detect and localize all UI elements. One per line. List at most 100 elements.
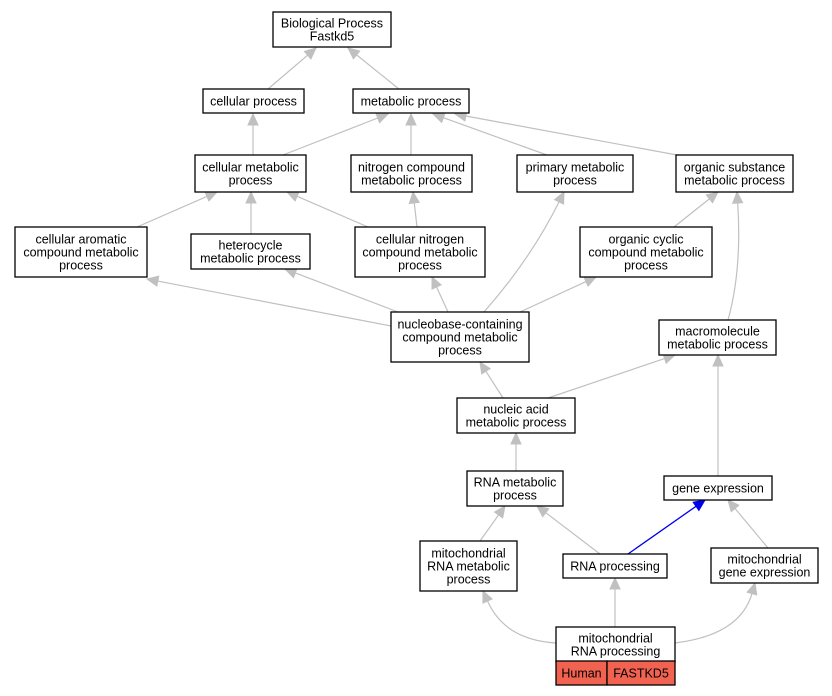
arrowhead-cacmp-to-cmp: [204, 191, 219, 202]
node-box-mp: [352, 88, 470, 114]
arrowhead-ge-to-mmp: [712, 353, 724, 367]
node-box-cacmp: [14, 226, 148, 278]
node-label-mrmp-line-1: mitochondrial: [431, 547, 505, 561]
node-label-cacmp-line-1: cellular aromatic: [35, 233, 126, 247]
edge-cacmp-to-cmp: [136, 195, 208, 228]
arrowhead-nbccmp-to-occmp: [583, 276, 598, 288]
node-label-occmp-line-2: compound metabolic: [588, 246, 703, 260]
node-box-rp: [562, 553, 668, 579]
node-box-ge: [663, 475, 773, 501]
arrowhead-mmp-to-osmp: [731, 190, 744, 204]
edge-mp-to-bp: [356, 54, 400, 90]
node-label-ncmp-line-1: nitrogen compound: [358, 161, 465, 175]
gene-annotation: Human FASTKD5: [555, 660, 676, 686]
node-box-bp: [272, 11, 392, 48]
node-box-osmp: [675, 154, 794, 193]
node-label-cmp-line-1: cellular metabolic: [202, 161, 299, 175]
arrowhead-cncmp-to-ncmp: [408, 190, 421, 205]
node-label-nbccmp-line-3: process: [438, 344, 482, 358]
node-label-osmp-line-2: metabolic process: [684, 174, 785, 188]
arrowhead-cmp-to-cp: [247, 112, 259, 126]
edge-mrp-to-mrmp: [486, 600, 557, 644]
node-label-cncmp-line-2: compound metabolic: [362, 246, 477, 260]
node-label-cacmp-line-3: process: [59, 259, 103, 273]
node-label-cncmp-line-1: cellular nitrogen: [376, 233, 464, 247]
node-label-cacmp-line-2: compound metabolic: [23, 246, 138, 260]
node-label-hmp-line-2: metabolic process: [200, 252, 301, 266]
node-label-mp-line-1: metabolic process: [361, 95, 462, 109]
edges: [136, 47, 769, 644]
arrowhead-rp-to-rmp: [536, 505, 550, 518]
edge-nbccmp-to-cncmp: [436, 286, 449, 313]
node-label-ncmp-line-2: metabolic process: [361, 174, 462, 188]
arrowhead-mrp-to-rp: [609, 576, 621, 590]
node-label-mmp-line-2: metabolic process: [667, 338, 768, 352]
node-label-pmp-line-2: process: [553, 174, 597, 188]
edge-nbccmp-to-occmp: [519, 281, 587, 313]
gene-tag: [606, 660, 676, 686]
node-label-namp-line-1: nucleic acid: [483, 403, 548, 417]
node-box-ncmp: [350, 154, 473, 193]
arrowhead-pmp-to-mp: [431, 112, 446, 124]
edge-mmp-to-osmp: [727, 202, 740, 321]
node-label-bp-line-2: Fastkd5: [310, 30, 355, 44]
node-label-hmp-line-1: heterocycle: [219, 239, 283, 253]
node-label-rmp-line-1: RNA metabolic: [474, 476, 557, 490]
edge-namp-to-mmp: [547, 357, 665, 399]
arrowhead-mrp-to-mrmp: [482, 589, 493, 604]
arrowhead-nbccmp-to-pmp: [553, 190, 565, 205]
gene-label: FASTKD5: [613, 667, 669, 681]
node-label-pmp-line-1: primary metabolic: [526, 161, 625, 175]
node-label-cncmp-line-3: process: [398, 259, 442, 273]
node-label-osmp-line-1: organic substance: [684, 161, 786, 175]
edge-osmp-to-mp: [465, 115, 678, 156]
edge-nbccmp-to-cacmp: [157, 280, 392, 327]
edge-cncmp-to-cmp: [296, 195, 369, 228]
node-label-nbccmp-line-1: nucleobase-containing: [397, 318, 522, 332]
node-label-occmp-line-1: organic cyclic: [608, 233, 683, 247]
edge-nbccmp-to-pmp: [483, 201, 560, 313]
node-label-cmp-line-2: process: [229, 174, 273, 188]
species-label: Human: [561, 667, 601, 681]
arrowhead-cp-to-bp: [303, 47, 317, 60]
node-box-mrmp: [419, 540, 518, 592]
node-label-mrmp-line-2: RNA metabolic: [427, 560, 510, 574]
node-box-cmp: [194, 154, 307, 193]
edge-cmp-to-mp: [282, 117, 378, 156]
node-label-rmp-line-2: process: [493, 489, 537, 503]
node-box-rmp: [466, 470, 564, 507]
node-box-pmp: [516, 154, 634, 193]
node-label-mrmp-line-3: process: [447, 573, 491, 587]
edge-mrp-to-mge: [674, 593, 753, 644]
edge-nbccmp-to-hmp: [295, 272, 399, 313]
arrowhead-rp-to-ge: [692, 499, 706, 512]
arrowhead-nbccmp-to-cacmp: [145, 275, 160, 287]
node-box-mrp: [555, 626, 676, 663]
edge-namp-to-nbccmp: [485, 370, 504, 399]
node-mp: metabolic process: [352, 88, 470, 114]
arrowhead-cncmp-to-cmp: [285, 191, 300, 202]
edge-occmp-to-osmp: [673, 198, 710, 228]
node-label-mge-line-2: gene expression: [719, 566, 811, 580]
node-label-occmp-line-3: process: [624, 259, 668, 273]
edge-mge-to-ge: [734, 508, 769, 549]
node-rp: RNA processing: [562, 553, 668, 579]
arrowhead-ncmp-to-mp: [405, 112, 417, 126]
node-ge: gene expression: [663, 475, 773, 501]
edge-rp-to-ge: [627, 505, 697, 555]
node-box-cp: [202, 88, 305, 114]
